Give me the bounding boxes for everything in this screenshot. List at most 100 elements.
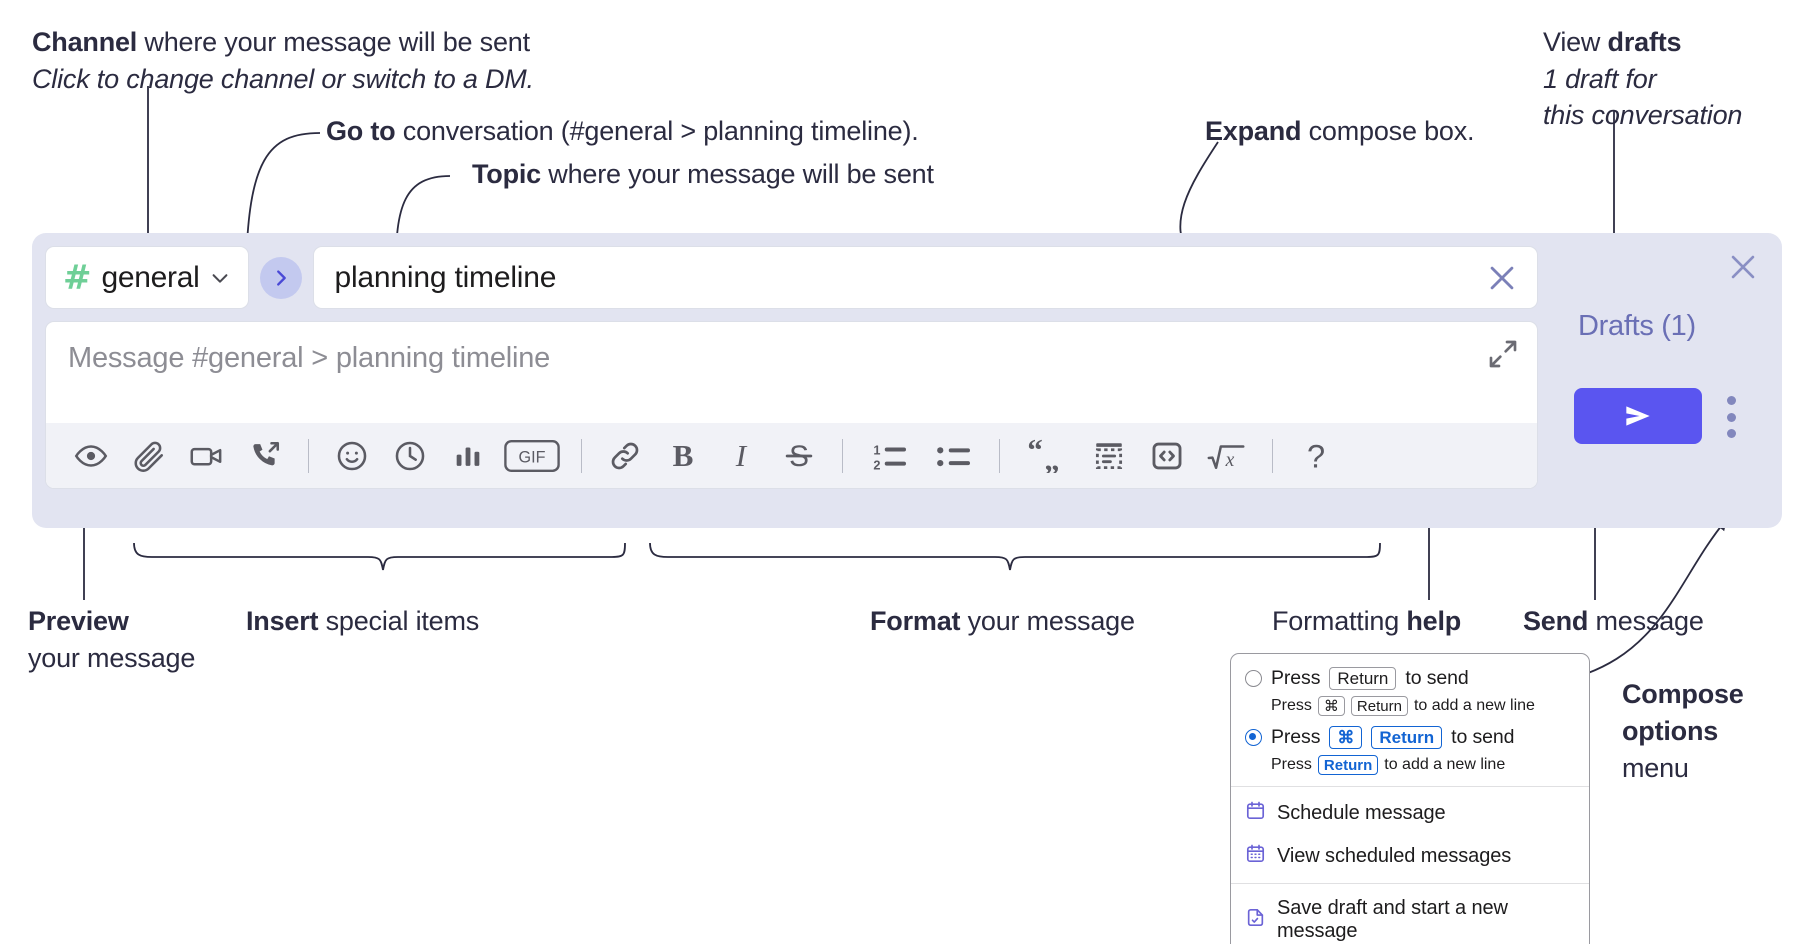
bulleted-list-icon[interactable] [921,431,985,481]
toolbar-separator [842,438,843,473]
menu-item-label: View scheduled messages [1277,845,1512,867]
toolbar-separator [308,438,309,473]
anno-goto: Go to conversation (#general > planning … [326,116,919,146]
key-return: Return [1350,696,1408,716]
compose-options-menu: Press Return to send Press ⌘ Return to a… [1230,653,1590,944]
clock-icon[interactable] [381,431,439,481]
svg-text:„: „ [1044,443,1059,473]
video-icon[interactable] [178,431,236,481]
drafts-link[interactable]: Drafts (1) [1578,310,1696,342]
menu-group-schedule: Schedule message View scheduled messages [1231,787,1589,883]
svg-text:2: 2 [873,457,880,472]
anno-preview-rest: your message [28,643,196,673]
toolbar-separator [581,438,582,473]
key-command: ⌘ [1317,696,1345,716]
radio-selected[interactable] [1245,729,1262,746]
anno-compose-options-3: menu [1622,753,1689,783]
hint-pre: Press [1271,756,1312,773]
anno-drafts-title: View drafts [1543,27,1682,57]
option-press-return-to-send[interactable]: Press Return to send [1231,664,1589,693]
poll-icon[interactable] [439,431,497,481]
hint-post: to add a new line [1384,756,1506,773]
svg-text:GIF: GIF [519,448,546,466]
anno-compose-options-1: Compose [1622,679,1744,709]
anno-format: Format your message [870,606,1135,636]
hash-icon: # [63,257,92,298]
anno-channel-sub: Click to change channel or switch to a D… [32,64,534,94]
topic-input[interactable] [334,260,1485,295]
send-icon [1626,406,1650,426]
send-button[interactable] [1574,388,1702,444]
blockquote-icon[interactable]: “ „ [1014,431,1080,481]
compose-destination-row: # general [45,246,1538,309]
anno-insert: Insert special items [246,606,480,636]
compose-widget: # general [32,233,1782,528]
key-command: ⌘ [1329,726,1363,749]
anno-topic: Topic where your message will be sent [472,159,934,189]
message-composer: Message #general > planning timeline [45,321,1538,489]
anno-formatting-help: Formatting help [1272,606,1462,636]
anno-drafts-sub1: 1 draft for [1543,64,1657,94]
compose-main-column: # general [45,246,1538,489]
code-block-icon[interactable] [1080,431,1138,481]
go-to-conversation-button[interactable] [260,256,303,299]
chevron-down-icon [209,267,231,289]
latex-icon[interactable]: x [1196,431,1258,481]
radio-unselected[interactable] [1245,670,1262,687]
bold-icon[interactable]: B [654,431,712,481]
menu-divider [1231,883,1589,884]
kebab-dot [1726,429,1736,438]
option-label-post: to send [1451,726,1515,748]
close-icon[interactable] [1485,261,1519,295]
anno-drafts-sub2: this conversation [1543,100,1743,130]
svg-text:x: x [1225,449,1235,470]
option-label-pre: Press [1271,726,1321,748]
option1-hint: Press ⌘ Return to add a new line [1231,693,1589,719]
link-icon[interactable] [596,431,654,481]
option-press-cmd-return-to-send[interactable]: Press ⌘ Return to send [1231,723,1589,752]
anno-expand: Expand compose box. [1205,116,1475,146]
send-shortcut-options: Press Return to send Press ⌘ Return to a… [1231,654,1589,786]
preview-icon[interactable] [62,431,120,481]
svg-text:B: B [673,439,694,473]
anno-send: Send message [1523,606,1704,636]
ordered-list-icon[interactable]: 1 2 [857,431,921,481]
italic-icon[interactable]: I [712,431,770,481]
menu-item-view-scheduled-messages[interactable]: View scheduled messages [1231,835,1589,878]
code-icon[interactable] [1138,431,1196,481]
hint-post: to add a new line [1413,697,1535,714]
option2-hint: Press Return to add a new line [1231,752,1589,778]
menu-item-save-draft[interactable]: Save draft and start a new message [1231,889,1589,944]
menu-item-schedule-message[interactable]: Schedule message [1231,792,1589,835]
save-draft-icon [1245,907,1266,934]
formatting-toolbar: GIF B I S [46,423,1537,488]
option-label-pre: Press [1271,667,1321,689]
message-input-area[interactable]: Message #general > planning timeline [46,322,1537,423]
message-placeholder: Message #general > planning timeline [68,342,551,374]
emoji-icon[interactable] [323,431,381,481]
calendar-grid-icon [1245,843,1266,870]
option-label-post: to send [1405,667,1469,689]
menu-divider [1231,786,1589,787]
anno-channel-title: Channel where your message will be sent [32,27,530,57]
toolbar-separator [1272,438,1273,473]
key-return: Return [1329,667,1397,690]
svg-text:“: “ [1027,439,1042,467]
close-icon[interactable] [1726,250,1760,284]
channel-selector[interactable]: # general [45,246,250,309]
topic-field[interactable] [313,246,1538,309]
anno-compose-options-2: options [1622,716,1719,746]
expand-icon[interactable] [1487,338,1519,370]
calendar-schedule-icon [1245,800,1266,827]
toolbar-separator [999,438,1000,473]
gif-icon[interactable]: GIF [497,431,567,481]
strikethrough-icon[interactable]: S [770,431,828,481]
channel-name-label: general [101,260,200,294]
attachment-icon[interactable] [120,431,178,481]
compose-options-button[interactable] [1724,396,1738,438]
menu-group-draft: Save draft and start a new message [1231,884,1589,944]
svg-text:1: 1 [873,442,880,457]
kebab-dot [1726,412,1736,422]
phone-forward-icon[interactable] [236,431,294,481]
help-icon[interactable]: ? [1287,431,1345,481]
